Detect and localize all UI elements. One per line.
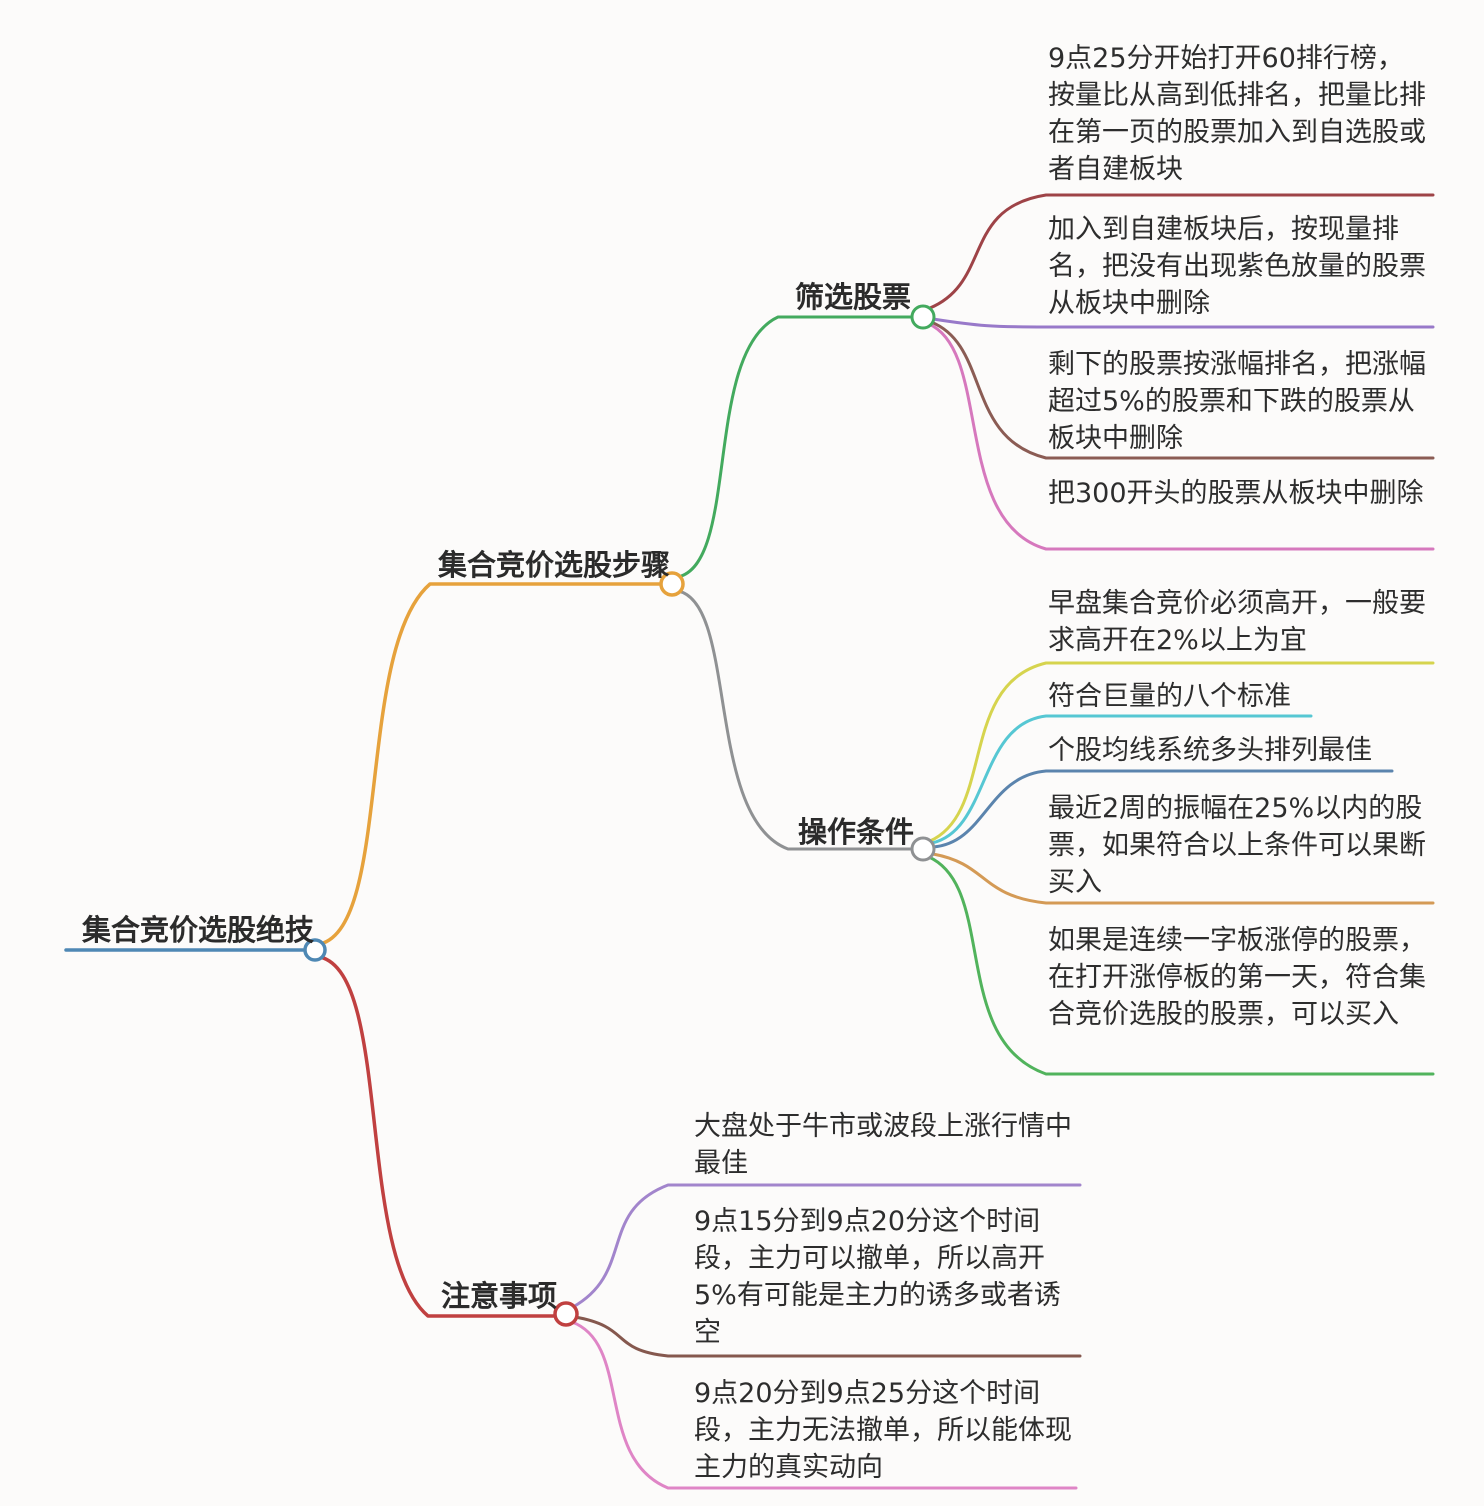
leaf-condition-2[interactable]: 符合巨量的八个标准	[1048, 681, 1291, 712]
leaf-filter-2[interactable]: 加入到自建板块后，按现量排名，把没有出现紫色放量的股票从板块中删除	[1048, 214, 1426, 319]
leaf-note-3[interactable]: 9点20分到9点25分这个时间段，主力无法撤单，所以能体现主力的真实动向	[694, 1378, 1072, 1483]
leaf-filter-1[interactable]: 9点25分开始打开60排行榜，按量比从高到低排名，把量比排在第一页的股票加入到自…	[1048, 43, 1426, 185]
edge-steps-filter	[676, 315, 914, 579]
leaf-filter-3[interactable]: 剩下的股票按涨幅排名，把涨幅超过5%的股票和下跌的股票从板块中删除	[1048, 349, 1426, 454]
node-steps[interactable]: 集合竞价选股步骤	[438, 548, 671, 582]
leaf-condition-3[interactable]: 个股均线系统多头排列最佳	[1048, 735, 1372, 766]
node-conditions[interactable]: 操作条件	[798, 815, 915, 849]
leaf-note-1[interactable]: 大盘处于牛市或波段上涨行情中最佳	[694, 1111, 1072, 1179]
edge-filter-leaf-1	[928, 193, 1435, 310]
edge-condition-leaf-1	[928, 661, 1435, 843]
node-anchor-root[interactable]	[303, 938, 327, 962]
edge-filter-leaf-3	[929, 320, 1435, 460]
leaf-condition-5[interactable]: 如果是连续一字板涨停的股票，在打开涨停板的第一天，符合集合竞价选股的股票，可以买…	[1048, 925, 1426, 1030]
leaf-filter-4[interactable]: 把300开头的股票从板块中删除	[1048, 478, 1424, 509]
edge-note-leaf-3	[570, 1320, 1078, 1490]
edge-filter-leaf-2	[931, 317, 1435, 329]
edge-trunk-notes	[318, 955, 557, 1318]
edge-note-leaf-1	[571, 1183, 1082, 1309]
node-anchor-steps[interactable]	[659, 571, 685, 597]
node-notes[interactable]: 注意事项	[441, 1279, 558, 1313]
edge-steps-conditions	[676, 589, 914, 851]
edge-trunk-steps	[318, 582, 663, 946]
leaf-condition-1[interactable]: 早盘集合竞价必须高开，一般要求高开在2%以上为宜	[1048, 588, 1426, 656]
node-anchor-notes[interactable]	[553, 1301, 579, 1327]
leaf-note-2[interactable]: 9点15分到9点20分这个时间段，主力可以撤单，所以高开5%有可能是主力的诱多或…	[694, 1206, 1061, 1348]
edge-condition-leaf-2	[930, 714, 1313, 845]
edge-note-leaf-2	[573, 1315, 1082, 1358]
node-anchor-conditions[interactable]	[910, 836, 936, 862]
edge-condition-leaf-4	[931, 852, 1435, 905]
edge-condition-leaf-5	[927, 855, 1435, 1076]
node-filter[interactable]: 筛选股票	[795, 280, 912, 314]
edge-filter-leaf-4	[927, 322, 1435, 551]
node-anchor-filter[interactable]	[910, 304, 936, 330]
edge-condition-leaf-3	[931, 769, 1394, 849]
node-root[interactable]: 集合竞价选股绝技	[82, 913, 315, 947]
leaf-condition-4[interactable]: 最近2周的振幅在25%以内的股票，如果符合以上条件可以果断买入	[1048, 793, 1426, 898]
